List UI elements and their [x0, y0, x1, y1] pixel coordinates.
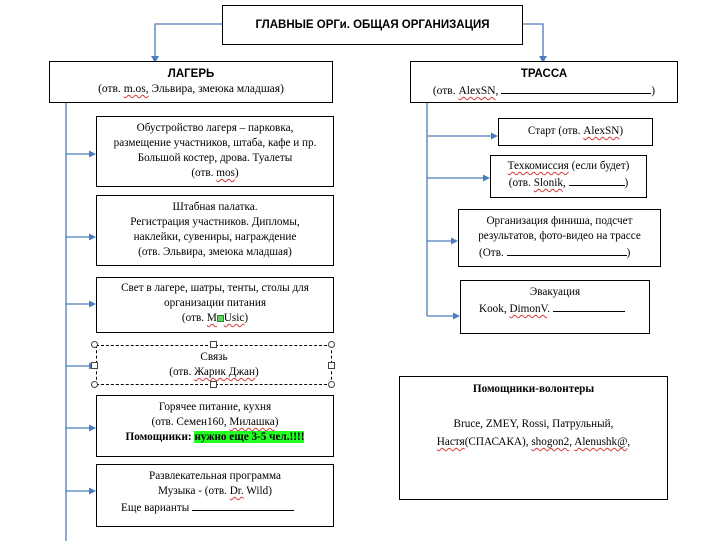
volunteers-title: Помощники-волонтеры — [472, 383, 595, 395]
highlighted-helpers-needed: нужно еще 3-5 чел.!!!! — [194, 431, 305, 443]
main-title-box[interactable]: ГЛАВНЫЕ ОРГи. ОБЩАЯ ОРГАНИЗАЦИЯ — [222, 5, 523, 45]
resize-handle-bottom[interactable] — [210, 381, 217, 388]
track-title: ТРАССА — [520, 68, 568, 80]
main-title: ГЛАВНЫЕ ОРГи. ОБЩАЯ ОРГАНИЗАЦИЯ — [255, 18, 490, 31]
resize-handle-top-right[interactable] — [328, 341, 335, 348]
camp-title: ЛАГЕРЬ — [167, 68, 215, 80]
track-item-evacuation[interactable]: Эвакуация Kook, DimonV. — [460, 280, 650, 334]
connector-title-track — [523, 23, 544, 56]
track-item-start[interactable]: Старт (отв. AlexSN) — [498, 118, 653, 146]
camp-item-comms[interactable]: Связь (отв. Жарик Джан) — [96, 345, 332, 385]
camp-item-light[interactable]: Свет в лагере, шатры, тенты, столы для о… — [96, 277, 334, 333]
camp-header-box[interactable]: ЛАГЕРЬ (отв. m.os, Эльвира, змеюка младш… — [49, 61, 333, 103]
track-item-finish[interactable]: Организация финиша, подсчет результатов,… — [458, 209, 661, 267]
connector-title-camp — [154, 23, 222, 56]
camp-responsible: (отв. m.os, Эльвира, змеюка младшая) — [98, 83, 284, 95]
track-header-box[interactable]: ТРАССА (отв. AlexSN, ) — [410, 61, 678, 103]
camp-item-headquarters[interactable]: Штабная палатка. Регистрация участников.… — [96, 195, 334, 266]
camp-item-entertainment[interactable]: Развлекательная программа Музыка - (отв.… — [96, 464, 334, 527]
camp-item-setup[interactable]: Обустройство лагеря – парковка, размещен… — [96, 116, 334, 187]
camp-item-kitchen[interactable]: Горячее питание, кухня (отв. Семен160, М… — [96, 395, 334, 457]
track-item-tech-inspection[interactable]: Техкомиссия (если будет) (отв. Slonik, ) — [490, 155, 647, 198]
resize-handle-left[interactable] — [91, 362, 98, 369]
track-responsible: (отв. AlexSN, ) — [411, 82, 677, 99]
resize-handle-bottom-left[interactable] — [91, 381, 98, 388]
resize-handle-bottom-right[interactable] — [328, 381, 335, 388]
green-rotate-handle[interactable] — [216, 315, 224, 322]
resize-handle-top[interactable] — [210, 341, 217, 348]
resize-handle-top-left[interactable] — [91, 341, 98, 348]
volunteers-box[interactable]: Помощники-волонтеры Bruce, ZMEY, Rossi, … — [399, 376, 668, 500]
resize-handle-right[interactable] — [328, 362, 335, 369]
